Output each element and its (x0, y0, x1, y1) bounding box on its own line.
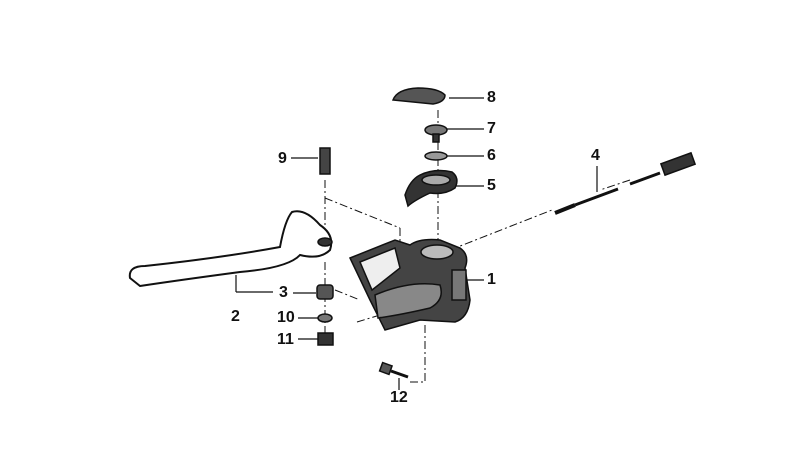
part-6-washer (424, 151, 448, 161)
callout-6: 6 (487, 147, 496, 164)
callout-7: 7 (487, 120, 496, 137)
part-10-washer (317, 313, 333, 323)
callout-5: 5 (487, 177, 496, 194)
part-12-screw (378, 361, 409, 379)
callout-9: 9 (278, 150, 287, 167)
part-9-bolt (319, 147, 331, 175)
callout-10: 10 (277, 309, 295, 326)
part-11-nut (317, 332, 334, 346)
part-2-lever (128, 210, 333, 288)
callout-4: 4 (591, 147, 600, 164)
part-4-cable (554, 151, 697, 215)
callout-11: 11 (277, 331, 294, 348)
alignment-lines (324, 110, 631, 383)
callout-1: 1 (487, 271, 496, 288)
callout-12: 12 (390, 389, 408, 406)
callout-8: 8 (487, 89, 496, 106)
callout-3: 3 (279, 284, 288, 301)
callout-2: 2 (231, 308, 240, 325)
part-3-bushing (316, 284, 334, 300)
part-8-cover (391, 87, 446, 105)
leader-lines (235, 97, 598, 390)
